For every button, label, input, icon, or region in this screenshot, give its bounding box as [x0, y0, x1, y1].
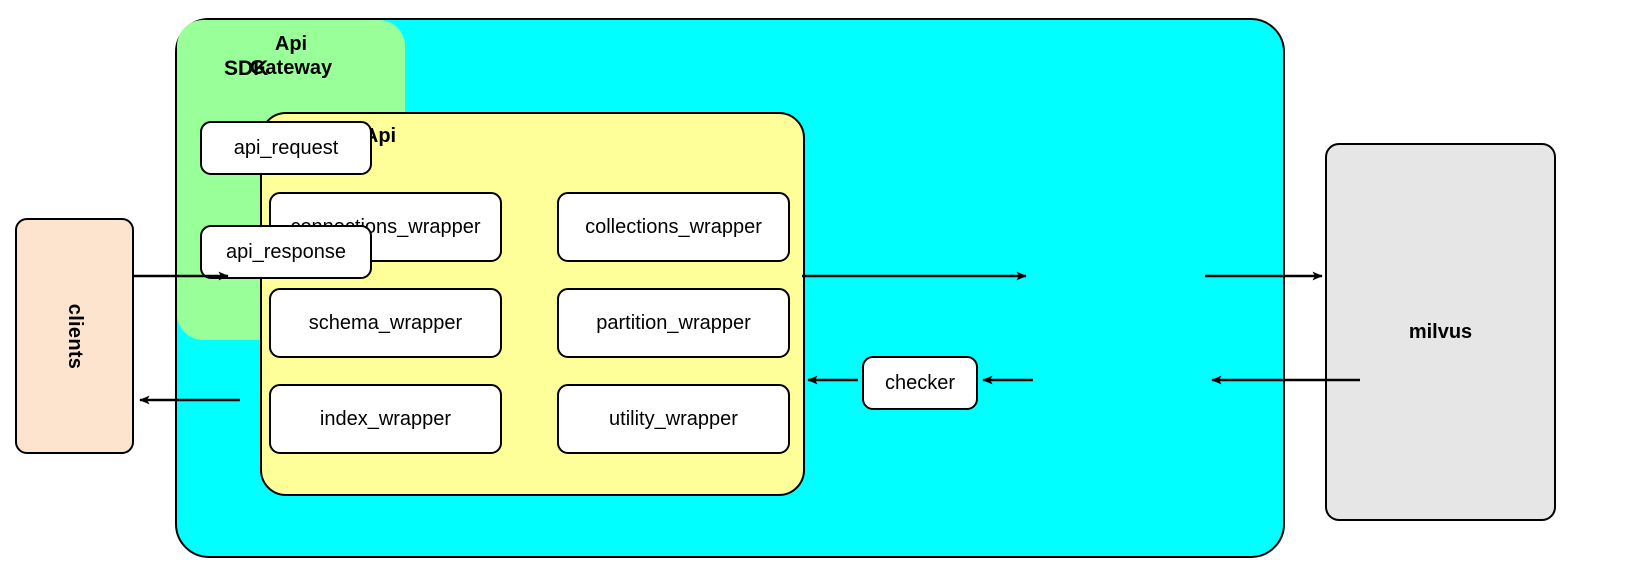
checker-node[interactable]: checker [862, 356, 978, 410]
milvus-node[interactable]: milvus [1325, 143, 1556, 521]
wrapper-cell-label: index_wrapper [319, 407, 452, 430]
wrapper-cell-schema[interactable]: schema_wrapper [269, 288, 502, 358]
api-wrapper-container[interactable]: Api Wrapper connections_wrapper collecti… [260, 112, 805, 496]
api-response-node[interactable]: api_response [200, 225, 372, 279]
api-request-node[interactable]: api_request [200, 121, 372, 175]
wrapper-cell-label: schema_wrapper [308, 311, 463, 334]
clients-node[interactable]: clients [15, 218, 134, 454]
sdk-title: SDK [224, 57, 269, 80]
api-gateway-title-line2: Gateway [249, 57, 333, 80]
wrapper-cell-utility[interactable]: utility_wrapper [557, 384, 790, 454]
wrapper-cell-label: utility_wrapper [609, 407, 738, 430]
sdk-container[interactable]: SDK Api Wrapper connections_wrapper coll… [175, 18, 1285, 558]
api-gateway-title: Api Gateway [193, 32, 389, 81]
api-request-label: api_request [233, 136, 339, 159]
wrapper-cell-label: collections_wrapper [585, 215, 762, 238]
wrapper-cell-partition[interactable]: partition_wrapper [557, 288, 790, 358]
clients-label: clients [64, 303, 86, 369]
api-response-label: api_response [225, 240, 347, 263]
milvus-label: milvus [1408, 320, 1473, 343]
wrapper-cell-label: partition_wrapper [596, 311, 751, 334]
api-gateway-title-line1: Api [274, 33, 308, 55]
wrapper-cell-index[interactable]: index_wrapper [269, 384, 502, 454]
checker-label: checker [884, 371, 956, 394]
wrapper-cell-collections[interactable]: collections_wrapper [557, 192, 790, 262]
